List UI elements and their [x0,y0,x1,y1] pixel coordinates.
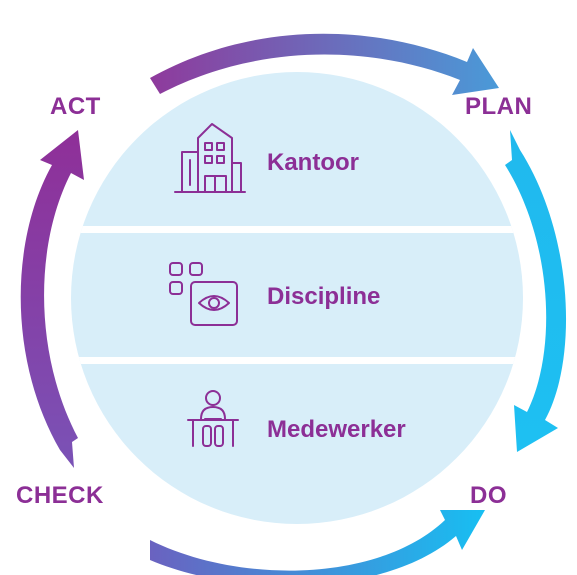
level-label-kantoor: Kantoor [267,149,359,176]
arrow-act-to-plan [150,33,499,95]
office-building-icon [174,123,246,193]
phase-label-check: CHECK [16,482,104,509]
phase-label-plan: PLAN [465,93,533,120]
center-circle-fill [71,72,523,524]
phase-label-do: DO [470,482,507,509]
discipline-eye-icon [169,262,238,326]
arrow-plan-to-do [505,130,567,452]
level-label-discipline: Discipline [267,283,381,310]
employee-at-desk-icon [187,390,239,447]
arrow-check-to-act [20,130,84,468]
separator-1 [71,226,523,233]
level-label-medewerker: Medewerker [267,416,406,443]
center-circle [71,72,523,524]
arrow-check-to-do [150,510,485,575]
separator-2 [71,357,523,364]
phase-label-act: ACT [50,93,101,120]
